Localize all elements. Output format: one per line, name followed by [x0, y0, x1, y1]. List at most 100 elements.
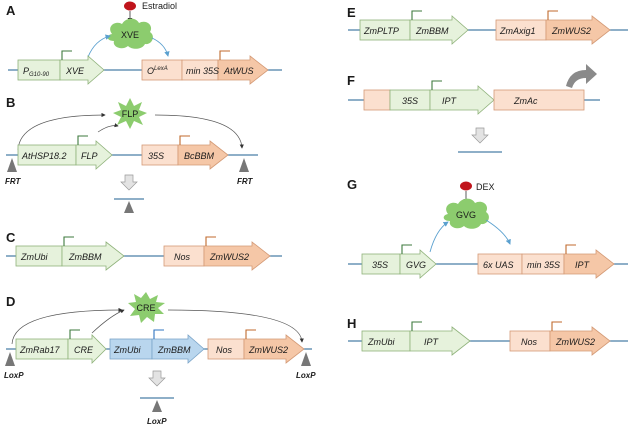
- promoter-flag: [61, 50, 72, 60]
- promoter-flag: [219, 50, 230, 60]
- panel-b: B FLP AtHSP18.2 FLP 35S BcBBM FRT FRT: [5, 95, 258, 213]
- panel-f: F 35S IPT ZmAc: [347, 64, 600, 153]
- panel-letter: H: [347, 316, 356, 331]
- promoter-flag: [401, 244, 412, 254]
- ipt-gene-arrow: [429, 85, 495, 115]
- seg-xve: XVE: [65, 66, 85, 76]
- seg-nos: Nos: [521, 337, 538, 347]
- expression-arrow: [91, 309, 125, 334]
- seg-wus2: ZmWUS2: [209, 252, 249, 262]
- panel-e: E ZmPLTP ZmBBM ZmAxig1 ZmWUS2: [347, 5, 628, 45]
- loxp-site-result: [152, 400, 162, 412]
- seg-35s: 35S: [148, 151, 164, 161]
- protein-label: XVE: [121, 30, 139, 40]
- seg-ac: ZmAc: [513, 96, 538, 106]
- result-arrow: [471, 127, 489, 144]
- seg-ipt: IPT: [442, 96, 458, 106]
- seg-bbm: ZmBBM: [415, 26, 449, 36]
- seg-atwus: AtWUS: [223, 66, 254, 76]
- xve-protein-blob: [107, 18, 153, 49]
- promoter-flag: [565, 244, 576, 254]
- gvg-gene-arrow: [399, 249, 437, 279]
- expression-arrow: [97, 123, 119, 133]
- seg-gvg: GVG: [406, 260, 426, 270]
- panel-letter: G: [347, 177, 357, 192]
- frt-site-left: [7, 158, 17, 172]
- protein-label: GVG: [456, 210, 476, 220]
- site-label-right: FRT: [237, 177, 254, 186]
- panel-h: H ZmUbi IPT Nos ZmWUS2: [347, 316, 628, 356]
- ligand-label: DEX: [476, 182, 495, 192]
- ipt-gene-arrow: [563, 249, 615, 279]
- panel-a: A Estradiol XVE PG10-90 XVE OLexA min 35…: [6, 1, 282, 85]
- protein-label: CRE: [136, 303, 155, 313]
- seg-bbm: ZmBBM: [157, 345, 191, 355]
- promoter-flag: [77, 135, 88, 145]
- loxp-site-left: [5, 352, 15, 366]
- recombination-arc-left: [11, 307, 123, 345]
- dex-ligand: [460, 181, 472, 191]
- seg-uas: 6x UAS: [483, 260, 514, 270]
- seg-35s: 35S: [372, 260, 388, 270]
- wus2-gene-arrow: [545, 15, 611, 45]
- site-label-result: LoxP: [147, 417, 167, 426]
- seg-wus2: ZmWUS2: [555, 337, 595, 347]
- estradiol-ligand: [124, 1, 136, 11]
- promoter-flag: [411, 10, 422, 20]
- panel-g: G DEX GVG 35S GVG 6x UAS min 35S IPT: [347, 177, 628, 279]
- site-label-left: LoxP: [4, 371, 24, 380]
- promoter-flag: [411, 321, 422, 331]
- seg-ipt: IPT: [424, 337, 440, 347]
- promoter-flag: [179, 135, 190, 145]
- panel-letter: C: [6, 230, 16, 245]
- panel-letter: B: [6, 95, 15, 110]
- panel-letter: F: [347, 73, 355, 88]
- activation-arrow: [151, 37, 170, 57]
- bbm-gene-arrow: [409, 15, 469, 45]
- wus2-gene-arrow: [549, 326, 611, 356]
- seg-promoter: PG10-90: [23, 66, 50, 78]
- promoter-flag: [431, 80, 442, 90]
- activation-arrow: [485, 219, 511, 245]
- seg-wus2: ZmWUS2: [248, 345, 288, 355]
- seg-ipt: IPT: [575, 260, 591, 270]
- promoter-flag: [551, 321, 562, 331]
- transposon-end-left: [363, 89, 391, 111]
- ligand-label: Estradiol: [142, 1, 177, 11]
- recombination-arc-right: [167, 309, 304, 343]
- panel-letter: A: [6, 3, 16, 18]
- ipt-gene-arrow: [409, 326, 471, 356]
- bbm-gene-arrow: [151, 334, 205, 364]
- promoter-flag: [245, 329, 256, 339]
- result-arrow: [148, 370, 166, 387]
- loxp-site-right: [301, 352, 311, 366]
- panel-d: D CRE ZmRab17 CRE ZmUbi ZmBBM Nos ZmWUS2…: [4, 292, 316, 426]
- frt-site-result: [124, 201, 134, 213]
- seg-operator: OLexA: [147, 66, 168, 76]
- seg-hsp: AtHSP18.2: [21, 151, 67, 161]
- panel-letter: D: [6, 294, 15, 309]
- seg-nos: Nos: [216, 345, 233, 355]
- seg-pltp: ZmPLTP: [363, 26, 399, 36]
- atwus-gene-arrow: [217, 55, 269, 85]
- seg-nos: Nos: [174, 252, 191, 262]
- seg-ubi: ZmUbi: [367, 337, 395, 347]
- panel-c: C ZmUbi ZmBBM Nos ZmWUS2: [6, 230, 282, 271]
- bbm-gene-arrow: [61, 241, 125, 271]
- seg-ubi: ZmUbi: [113, 345, 141, 355]
- promoter-flag: [547, 10, 558, 20]
- protein-label: FLP: [122, 109, 139, 119]
- seg-wus2: ZmWUS2: [551, 26, 591, 36]
- frt-site-right: [239, 158, 249, 172]
- expression-arrow: [429, 221, 449, 253]
- gvg-protein-blob: [443, 198, 489, 229]
- flp-recombinase-star: [113, 98, 147, 129]
- seg-35s: 35S: [402, 96, 418, 106]
- xve-gene-arrow: [59, 55, 105, 85]
- promoter-flag: [205, 236, 216, 246]
- seg-rab17: ZmRab17: [19, 345, 61, 355]
- recombination-arc-right: [154, 114, 244, 149]
- seg-bbm: ZmBBM: [68, 252, 102, 262]
